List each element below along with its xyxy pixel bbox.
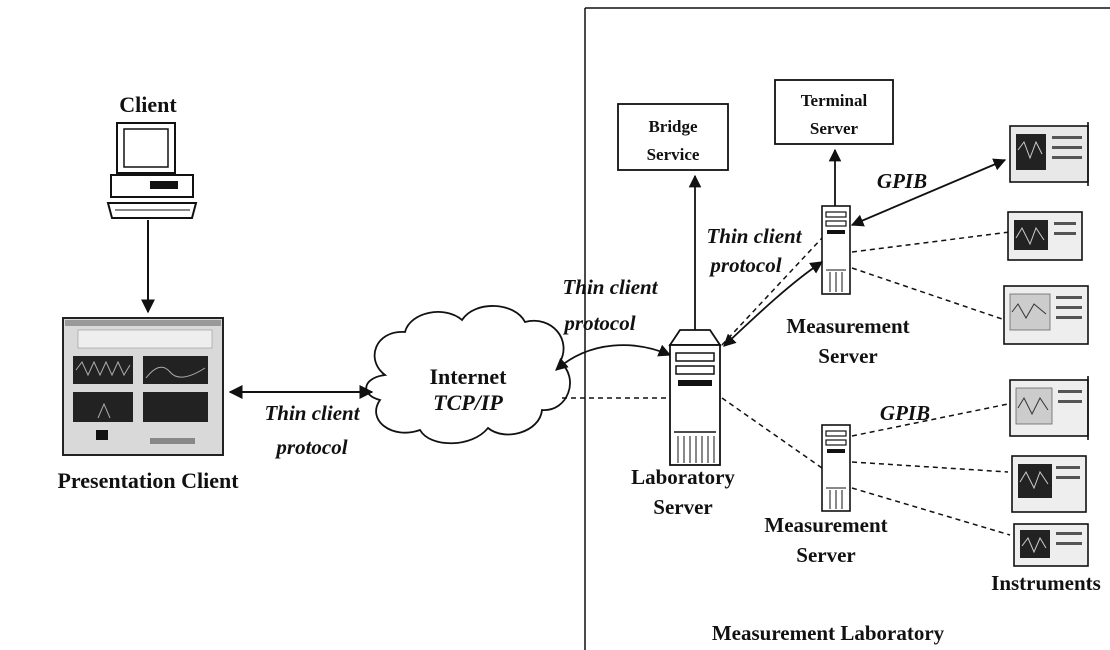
instrument-icon bbox=[1009, 376, 1089, 440]
measurement-laboratory-boundary bbox=[584, 7, 1110, 650]
instruments-label: Instruments bbox=[991, 571, 1101, 595]
terminal-server-box bbox=[774, 79, 894, 145]
terminal-label: Terminal bbox=[801, 91, 868, 110]
client-label: Client bbox=[119, 92, 177, 117]
instrument-icon bbox=[1007, 211, 1083, 261]
internet-label: Internet bbox=[430, 364, 508, 389]
instrument-icon bbox=[1013, 523, 1089, 567]
instrument-icon bbox=[1009, 122, 1089, 186]
measurement-server-top-server-label: Server bbox=[818, 344, 877, 368]
terminal-server-label: Server bbox=[810, 119, 859, 138]
thin-client-left-label: Thin client bbox=[264, 401, 360, 425]
measurement-laboratory-label: Measurement Laboratory bbox=[712, 621, 945, 645]
tcpip-label: TCP/IP bbox=[433, 390, 503, 415]
measurement-server-bottom-label: Measurement bbox=[764, 513, 887, 537]
bridge-label: Bridge bbox=[648, 117, 698, 136]
presentation-client-label: Presentation Client bbox=[57, 468, 239, 493]
service-label: Service bbox=[647, 145, 700, 164]
laboratory-server-tower bbox=[668, 329, 722, 466]
protocol-right-label: protocol bbox=[708, 253, 781, 277]
presentation-client-screen bbox=[62, 317, 224, 456]
protocol-left-label: protocol bbox=[274, 435, 347, 459]
bridge-service-box bbox=[617, 103, 729, 171]
measurement-server-top-tower bbox=[821, 205, 851, 295]
thin-client-mid-label: Thin client bbox=[562, 275, 658, 299]
gpib-top-arrow bbox=[850, 158, 1007, 227]
gpib-bottom-label: GPIB bbox=[880, 401, 930, 425]
thin-client-right-label: Thin client bbox=[706, 224, 802, 248]
instrument-icon bbox=[1003, 285, 1089, 345]
laboratory-server-label: Laboratory bbox=[631, 465, 735, 489]
dashed-links bbox=[721, 231, 1011, 536]
lab-ms-top-protocol-arrow bbox=[723, 261, 824, 347]
protocol-mid-label: protocol bbox=[562, 311, 635, 335]
gpib-top-label: GPIB bbox=[877, 169, 927, 193]
internet-lab-protocol-arrow bbox=[555, 344, 672, 371]
measurement-server-bottom-server-label: Server bbox=[796, 543, 855, 567]
measurement-server-top-label: Measurement bbox=[786, 314, 909, 338]
measurement-server-bottom-tower bbox=[821, 424, 851, 512]
client-computer-icon bbox=[106, 122, 198, 219]
laboratory-server-server-label: Server bbox=[653, 495, 712, 519]
instrument-icon bbox=[1011, 455, 1087, 513]
internet-cloud bbox=[365, 305, 571, 445]
